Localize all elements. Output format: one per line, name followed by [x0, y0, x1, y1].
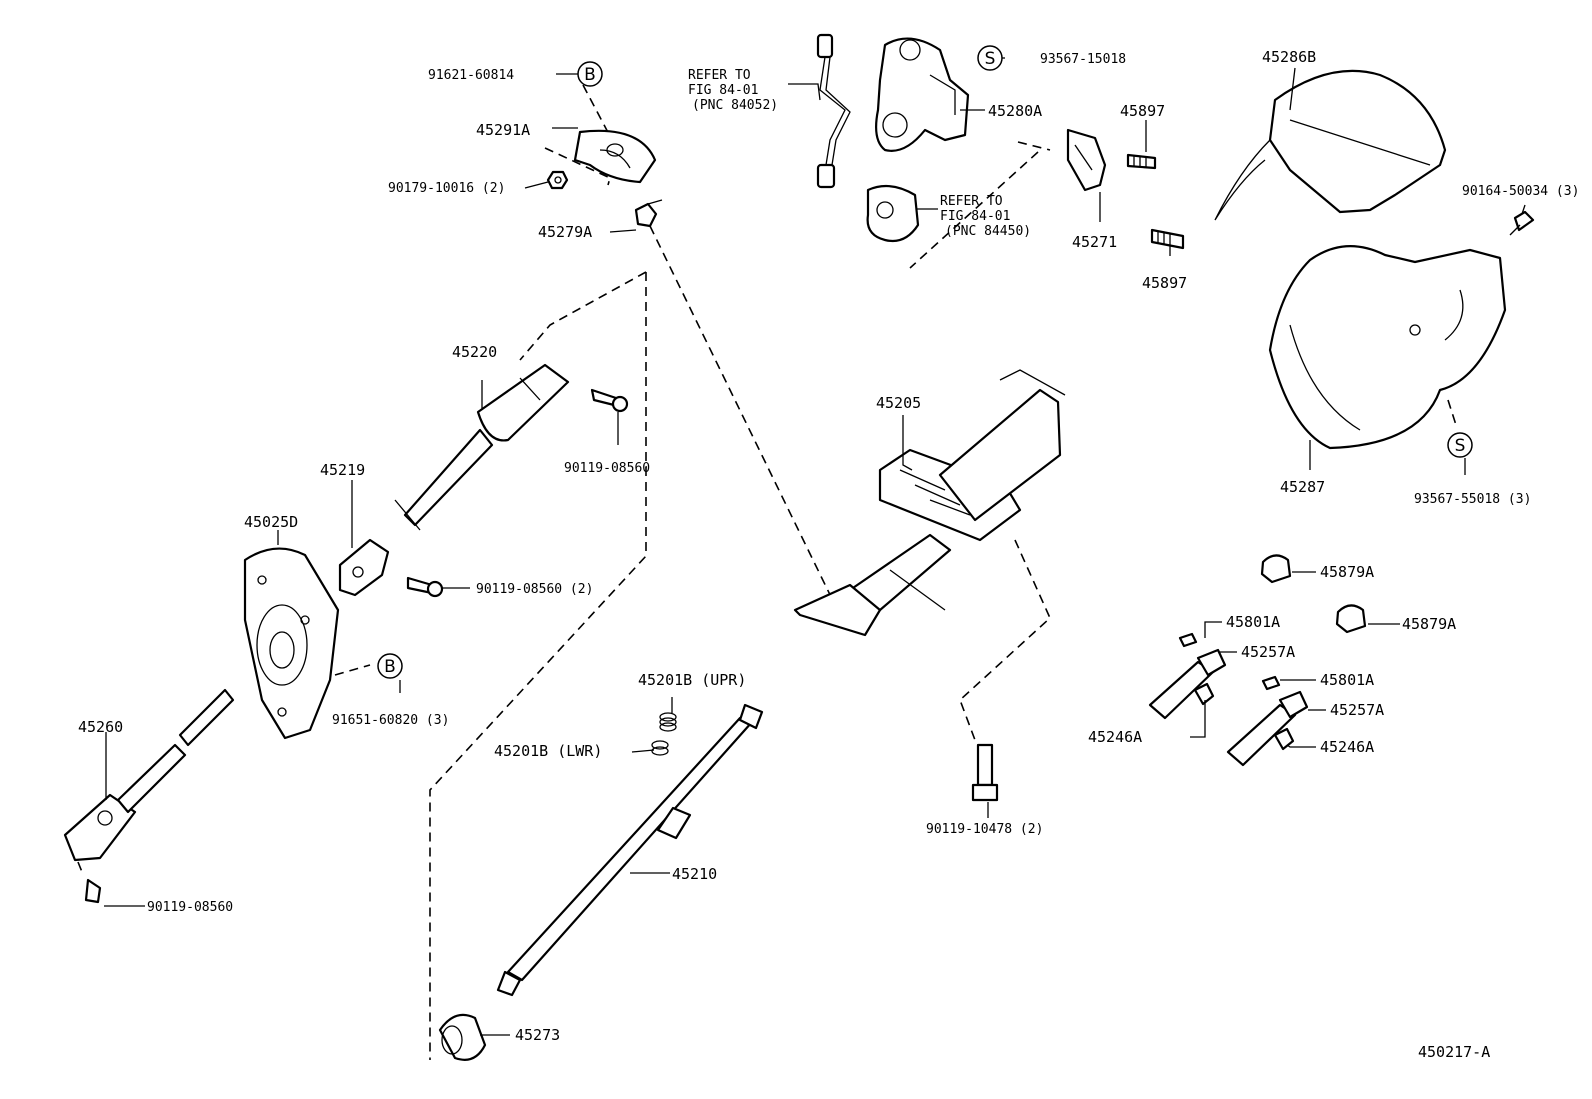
bolt-90119-10478: [971, 743, 999, 802]
label-45025d: 45025D: [244, 513, 298, 531]
label-45201b-upr: 45201B (UPR): [638, 671, 746, 689]
label-91651-60820: 91651-60820 (3): [332, 713, 449, 728]
label-93567-55018: 93567-55018 (3): [1414, 492, 1531, 507]
screw-45897-top: [1126, 153, 1157, 170]
column-bracket-45205: [793, 369, 1066, 637]
marker-b-lower: B: [377, 653, 403, 679]
svg-text:B: B: [584, 65, 596, 85]
label-45220: 45220: [452, 343, 497, 361]
lower-shaft-45260: [63, 688, 235, 862]
label-45897-bottom: 45897: [1142, 274, 1187, 292]
spring-45201b-lwr: [651, 740, 669, 756]
main-shaft-45210: [496, 703, 764, 997]
switch-84450: [866, 184, 920, 243]
knob-45879a-2: [1335, 604, 1367, 634]
label-45879a-2: 45879A: [1402, 615, 1456, 633]
intermediate-shaft-45220: [394, 363, 570, 531]
marker-s-top: S: [977, 45, 1003, 71]
label-45257a-1: 45257A: [1241, 643, 1295, 661]
assembly-dashed-lines: [77, 84, 1457, 1060]
marker-b-top: B: [577, 61, 603, 87]
label-ref1-line1: REFER TO: [688, 68, 751, 83]
svg-text:S: S: [1455, 436, 1466, 456]
knob-45879a-1: [1260, 554, 1292, 584]
label-45287: 45287: [1280, 478, 1325, 496]
bolt-90119-08560-a: [590, 388, 629, 413]
bolt-90119-08560-b: [406, 576, 444, 598]
label-45801a-1: 45801A: [1226, 613, 1280, 631]
label-91621-60814: 91621-60814: [428, 68, 514, 83]
upper-cover-45286b: [1214, 69, 1447, 221]
label-ref2-line2: FIG 84-01: [940, 209, 1010, 224]
label-45286b: 45286B: [1262, 48, 1316, 66]
marker-s-right: S: [1447, 432, 1473, 458]
label-45291a: 45291A: [476, 121, 530, 139]
label-45271: 45271: [1072, 233, 1117, 251]
wire-harness-84052: [816, 33, 851, 189]
label-45257a-2: 45257A: [1330, 701, 1384, 719]
bracket-45271: [1066, 128, 1107, 192]
label-ref1-line2: FIG 84-01: [688, 83, 758, 98]
label-45280a: 45280A: [988, 102, 1042, 120]
spring-45201b-upr: [659, 712, 677, 732]
cover-45291a: [573, 129, 657, 184]
label-45205: 45205: [876, 394, 921, 412]
label-45246a-1: 45246A: [1088, 728, 1142, 746]
label-45801a-2: 45801A: [1320, 671, 1374, 689]
label-93567-15018: 93567-15018: [1040, 52, 1126, 67]
label-45879a-1: 45879A: [1320, 563, 1374, 581]
leader-lines: [104, 57, 1526, 1036]
label-45201b-lwr: 45201B (LWR): [494, 742, 602, 760]
label-90119-08560-b: 90119-08560 (2): [476, 582, 593, 597]
svg-text:B: B: [384, 657, 396, 677]
label-ref1-line3: (PNC 84052): [692, 98, 778, 113]
label-45219: 45219: [320, 461, 365, 479]
svg-text:S: S: [985, 49, 996, 69]
label-45260: 45260: [78, 718, 123, 736]
label-90119-10478: 90119-10478 (2): [926, 822, 1043, 837]
joint-45219: [338, 538, 390, 597]
label-45246a-2: 45246A: [1320, 738, 1374, 756]
bushing-45273: [438, 1013, 487, 1061]
diagram-id: 450217-A: [1418, 1043, 1490, 1061]
switch-assembly-2: [1226, 675, 1309, 767]
lock-housing-45280a: [875, 37, 970, 152]
part-labels: 91621-60814 45291A 90179-10016 (2) 45279…: [78, 48, 1579, 1061]
switch-assembly-1: [1148, 632, 1227, 720]
label-90179-10016: 90179-10016 (2): [388, 181, 505, 196]
label-90164-50034: 90164-50034 (3): [1462, 184, 1579, 199]
screw-90164: [1509, 210, 1535, 236]
bolt-90119-08560-c: [84, 878, 102, 904]
label-ref2-line1: REFER TO: [940, 194, 1003, 209]
lower-cover-45287: [1268, 245, 1507, 450]
label-45897-top: 45897: [1120, 102, 1165, 120]
label-45279a: 45279A: [538, 223, 592, 241]
clip-45279a: [634, 199, 663, 228]
nut-90179: [546, 170, 569, 190]
label-90119-08560-a: 90119-08560: [564, 461, 650, 476]
plate-45025d: [243, 547, 340, 740]
label-45273: 45273: [515, 1026, 560, 1044]
screw-45897-bottom: [1150, 228, 1185, 250]
label-90119-08560-c: 90119-08560: [147, 900, 233, 915]
label-45210: 45210: [672, 865, 717, 883]
label-ref2-line3: (PNC 84450): [945, 224, 1031, 239]
